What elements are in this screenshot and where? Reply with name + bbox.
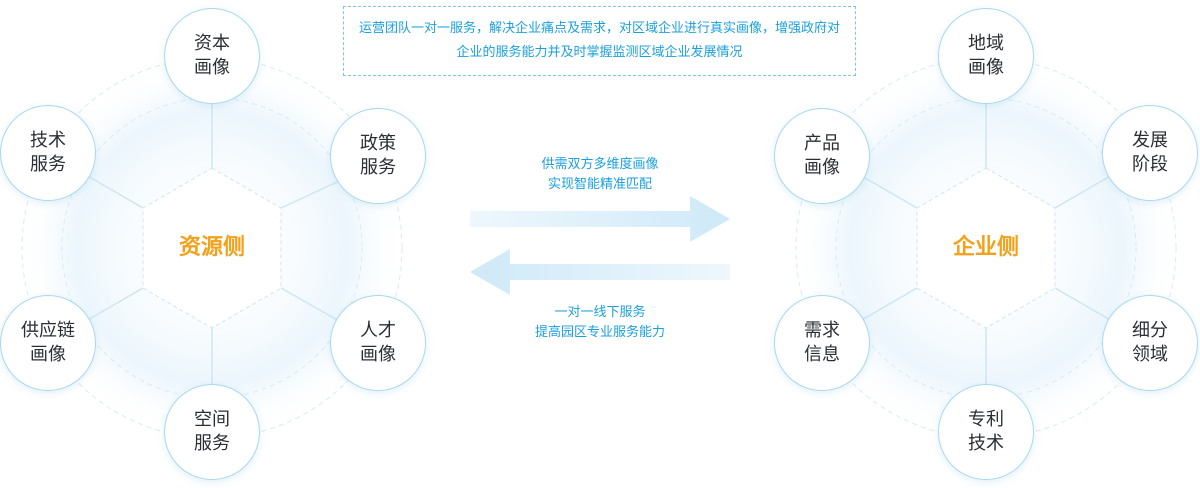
node-space-service: 空间 服务 bbox=[164, 384, 260, 480]
node-segment-field: 细分 领域 bbox=[1102, 295, 1198, 391]
node-tech-service: 技术 服务 bbox=[0, 105, 96, 201]
right-cluster-rings bbox=[791, 53, 1181, 443]
top-description-text: 运营团队一对一服务，解决企业痛点及需求，对区域企业进行真实画像，增强政府对企业的… bbox=[358, 21, 840, 60]
left-center-label: 资源侧 bbox=[178, 235, 245, 260]
arrow-left bbox=[470, 249, 730, 295]
node-demand-info: 需求 信息 bbox=[774, 295, 870, 391]
node-capital-profile: 资本 画像 bbox=[164, 8, 260, 104]
node-talent-profile: 人才 画像 bbox=[330, 295, 426, 391]
node-patent-tech: 专利 技术 bbox=[938, 384, 1034, 480]
node-policy-service: 政策 服务 bbox=[330, 108, 426, 204]
node-development-stage: 发展 阶段 bbox=[1102, 105, 1198, 201]
arrow-right bbox=[470, 196, 730, 242]
node-region-profile: 地域 画像 bbox=[938, 8, 1034, 104]
right-center-label: 企业侧 bbox=[952, 235, 1019, 260]
node-supply-chain-profile: 供应链 画像 bbox=[0, 295, 96, 391]
arrow-left-label: 一对一线下服务 提高园区专业服务能力 bbox=[534, 305, 665, 340]
node-product-profile: 产品 画像 bbox=[774, 108, 870, 204]
top-description-box: 运营团队一对一服务，解决企业痛点及需求，对区域企业进行真实画像，增强政府对企业的… bbox=[343, 6, 856, 76]
left-cluster-rings bbox=[17, 53, 407, 443]
arrow-right-label: 供需双方多维度画像 实现智能精准匹配 bbox=[541, 157, 659, 192]
